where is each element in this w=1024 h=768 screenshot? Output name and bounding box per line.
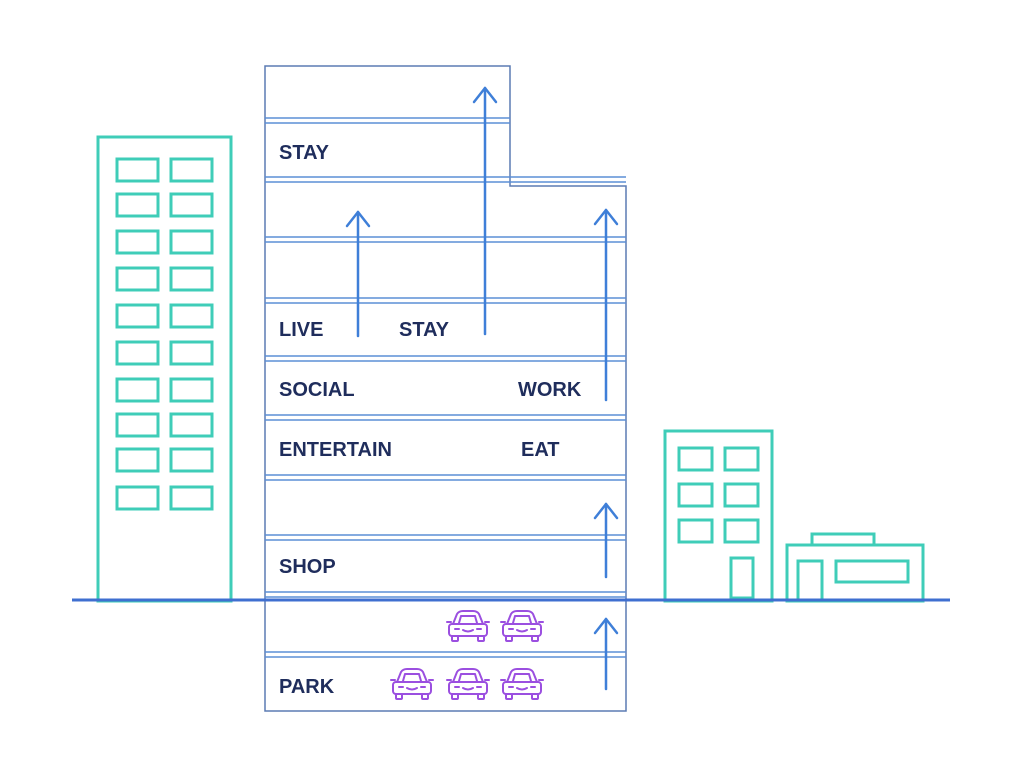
car-icon: [500, 610, 544, 642]
floor-labels: STAY LIVE STAY SOCIAL WORK ENTERTAIN EAT…: [279, 142, 582, 698]
window: [677, 518, 714, 544]
car-icon: [446, 610, 490, 642]
floor-lines: [265, 117, 626, 658]
arrow-up-icon: [472, 86, 498, 336]
window: [169, 447, 214, 473]
label-stay-mid: STAY: [399, 319, 450, 341]
parked-cars: [390, 610, 544, 700]
car-icon: [500, 668, 544, 700]
shop-building-roof: [810, 532, 876, 547]
up-arrows: [345, 86, 619, 691]
window: [115, 266, 160, 292]
right-office-door: [729, 556, 755, 600]
label-entertain: ENTERTAIN: [279, 439, 392, 461]
label-eat: EAT: [521, 439, 560, 461]
shop-building-door: [796, 559, 824, 603]
window: [115, 192, 160, 218]
label-live: LIVE: [279, 319, 323, 341]
window: [723, 482, 760, 508]
window: [169, 266, 214, 292]
small-shop-building: [785, 532, 925, 603]
window: [115, 303, 160, 329]
arrow-up-icon: [593, 617, 619, 691]
window: [169, 485, 214, 511]
window: [169, 157, 214, 183]
label-stay-top: STAY: [279, 142, 330, 164]
shop-building-window: [834, 559, 910, 584]
label-park: PARK: [279, 676, 335, 698]
left-tower-windows: [115, 157, 214, 511]
right-office-outline: [663, 429, 774, 603]
label-social: SOCIAL: [279, 379, 355, 401]
label-work: WORK: [518, 379, 582, 401]
window: [723, 446, 760, 472]
main-building-outline: [264, 65, 627, 712]
main-building: [264, 65, 627, 712]
right-office-building: [663, 429, 774, 603]
window: [115, 377, 160, 403]
right-office-windows: [677, 446, 760, 544]
window: [169, 229, 214, 255]
window: [115, 157, 160, 183]
label-shop: SHOP: [279, 556, 336, 578]
window: [169, 192, 214, 218]
arrow-up-icon: [345, 210, 371, 338]
window: [677, 482, 714, 508]
window: [677, 446, 714, 472]
arrow-up-icon: [593, 502, 619, 579]
window: [169, 303, 214, 329]
car-icon: [390, 668, 434, 700]
window: [115, 340, 160, 366]
window: [723, 518, 760, 544]
window: [115, 485, 160, 511]
window: [115, 412, 160, 438]
window: [169, 377, 214, 403]
window: [115, 447, 160, 473]
window: [115, 229, 160, 255]
shop-building-outline: [785, 543, 925, 603]
car-icon: [446, 668, 490, 700]
left-tower: [96, 135, 233, 603]
window: [169, 412, 214, 438]
arrow-up-icon: [593, 208, 619, 402]
window: [169, 340, 214, 366]
